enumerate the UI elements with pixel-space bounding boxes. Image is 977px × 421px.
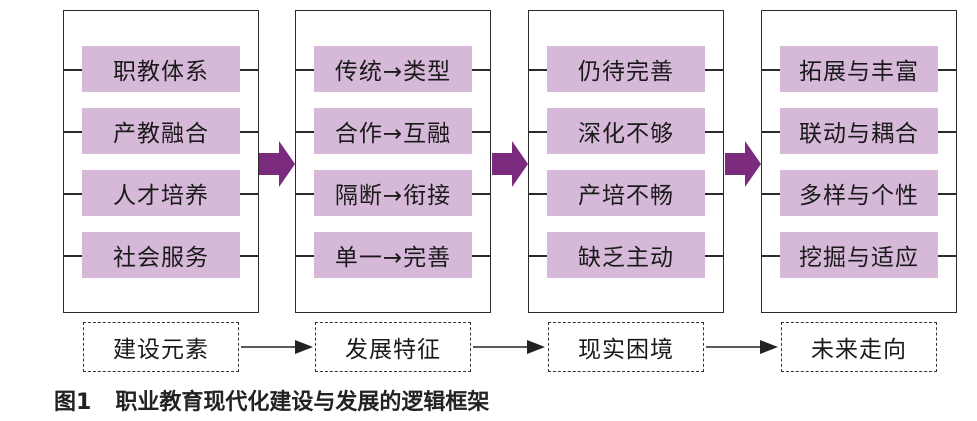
figure-title: 职业教育现代化建设与发展的逻辑框架 <box>115 390 490 415</box>
item-col1-1: 职教体系 <box>82 46 240 92</box>
flow-arrow-3 <box>725 141 761 187</box>
label-arrow-3-head <box>760 340 778 354</box>
item-col3-1: 仍待完善 <box>547 46 705 92</box>
item-col3-3: 产培不畅 <box>547 170 705 216</box>
item-col4-1: 拓展与丰富 <box>780 46 938 92</box>
label-box-2: 发展特征 <box>315 322 471 372</box>
figure-caption: 图1 职业教育现代化建设与发展的逻辑框架 <box>54 385 489 415</box>
item-col2-4: 单一→完善 <box>314 232 472 278</box>
flow-arrow-2-shape <box>492 141 528 187</box>
item-col2-3: 隔断→衔接 <box>314 170 472 216</box>
item-col4-3: 多样与个性 <box>780 170 938 216</box>
label-arrow-1-head <box>295 340 313 354</box>
label-arrow-2-head <box>527 340 545 354</box>
label-box-4: 未来走向 <box>781 322 937 372</box>
item-col4-2: 联动与耦合 <box>780 108 938 154</box>
label-arrow-2 <box>473 340 545 354</box>
label-arrow-3 <box>706 340 778 354</box>
item-col1-4: 社会服务 <box>82 232 240 278</box>
flow-arrow-3-shape <box>725 141 761 187</box>
item-col3-4: 缺乏主动 <box>547 232 705 278</box>
label-arrow-1 <box>241 340 313 354</box>
flow-arrow-1 <box>259 141 295 187</box>
item-col3-2: 深化不够 <box>547 108 705 154</box>
item-col4-4: 挖掘与适应 <box>780 232 938 278</box>
item-col1-3: 人才培养 <box>82 170 240 216</box>
label-box-1: 建设元素 <box>83 322 239 372</box>
item-col2-1: 传统→类型 <box>314 46 472 92</box>
flow-arrow-2 <box>492 141 528 187</box>
item-col2-2: 合作→互融 <box>314 108 472 154</box>
label-box-3: 现实困境 <box>548 322 704 372</box>
item-col1-2: 产教融合 <box>82 108 240 154</box>
flow-arrow-1-shape <box>259 141 295 187</box>
figure-number: 图1 <box>54 390 92 415</box>
